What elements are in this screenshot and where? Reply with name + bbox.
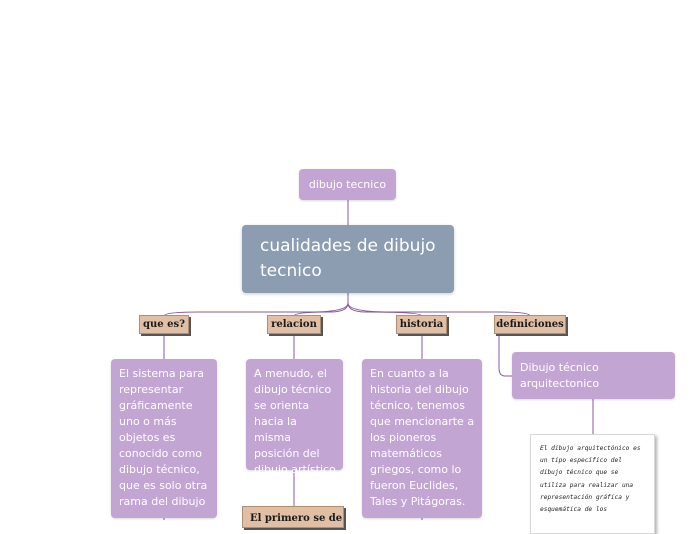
mind-map: dibujo tecnico cualidades de dibujo tecn… [111,169,675,534]
card-que-es-text: El sistema para representar gráficamente… [119,367,208,508]
root-label: dibujo tecnico [308,178,387,191]
tag-definiciones[interactable]: definiciones [494,315,566,334]
connector-relacion [293,302,349,317]
card-historia[interactable]: En cuanto a la historia del dibujo técni… [362,359,482,518]
note-arquitectonico[interactable]: El dibujo arquitectónico es un tipo espe… [530,434,655,534]
tag-que-es[interactable]: que es? [139,315,189,334]
connector-lines [163,200,594,520]
root-node[interactable]: dibujo tecnico [299,169,396,200]
tag-historia[interactable]: historia [396,315,447,334]
connector-definiciones-sub [498,334,512,377]
card-que-es[interactable]: El sistema para representar gráficamente… [111,359,217,518]
subtopic-dibujo-arquitectonico[interactable]: Dibujo técnico arquitectonico [512,352,675,399]
tag-definiciones-label: definiciones [496,319,564,330]
card-historia-text: En cuanto a la historia del dibujo técni… [370,367,475,508]
subtopic-label: Dibujo técnico arquitectonico [520,361,600,390]
note-text: El dibujo arquitectónico es un tipo espe… [540,445,641,514]
tag-relacion-label: relacion [271,319,317,330]
central-topic[interactable]: cualidades de dibujo tecnico [242,225,454,293]
partial-node-label: El primero se de [250,513,343,524]
tag-que-es-label: que es? [143,319,185,330]
connector-historia [347,302,423,317]
partial-node[interactable]: El primero se de [242,506,344,528]
connector-que-es [163,302,349,317]
card-relacion-text: A menudo, el dibujo técnico se orienta h… [254,367,336,476]
central-topic-label: cualidades de dibujo tecnico [260,236,436,281]
card-relacion[interactable]: A menudo, el dibujo técnico se orienta h… [246,359,343,476]
tag-historia-label: historia [399,319,444,330]
connector-definiciones [347,302,531,317]
tag-relacion[interactable]: relacion [267,315,321,334]
